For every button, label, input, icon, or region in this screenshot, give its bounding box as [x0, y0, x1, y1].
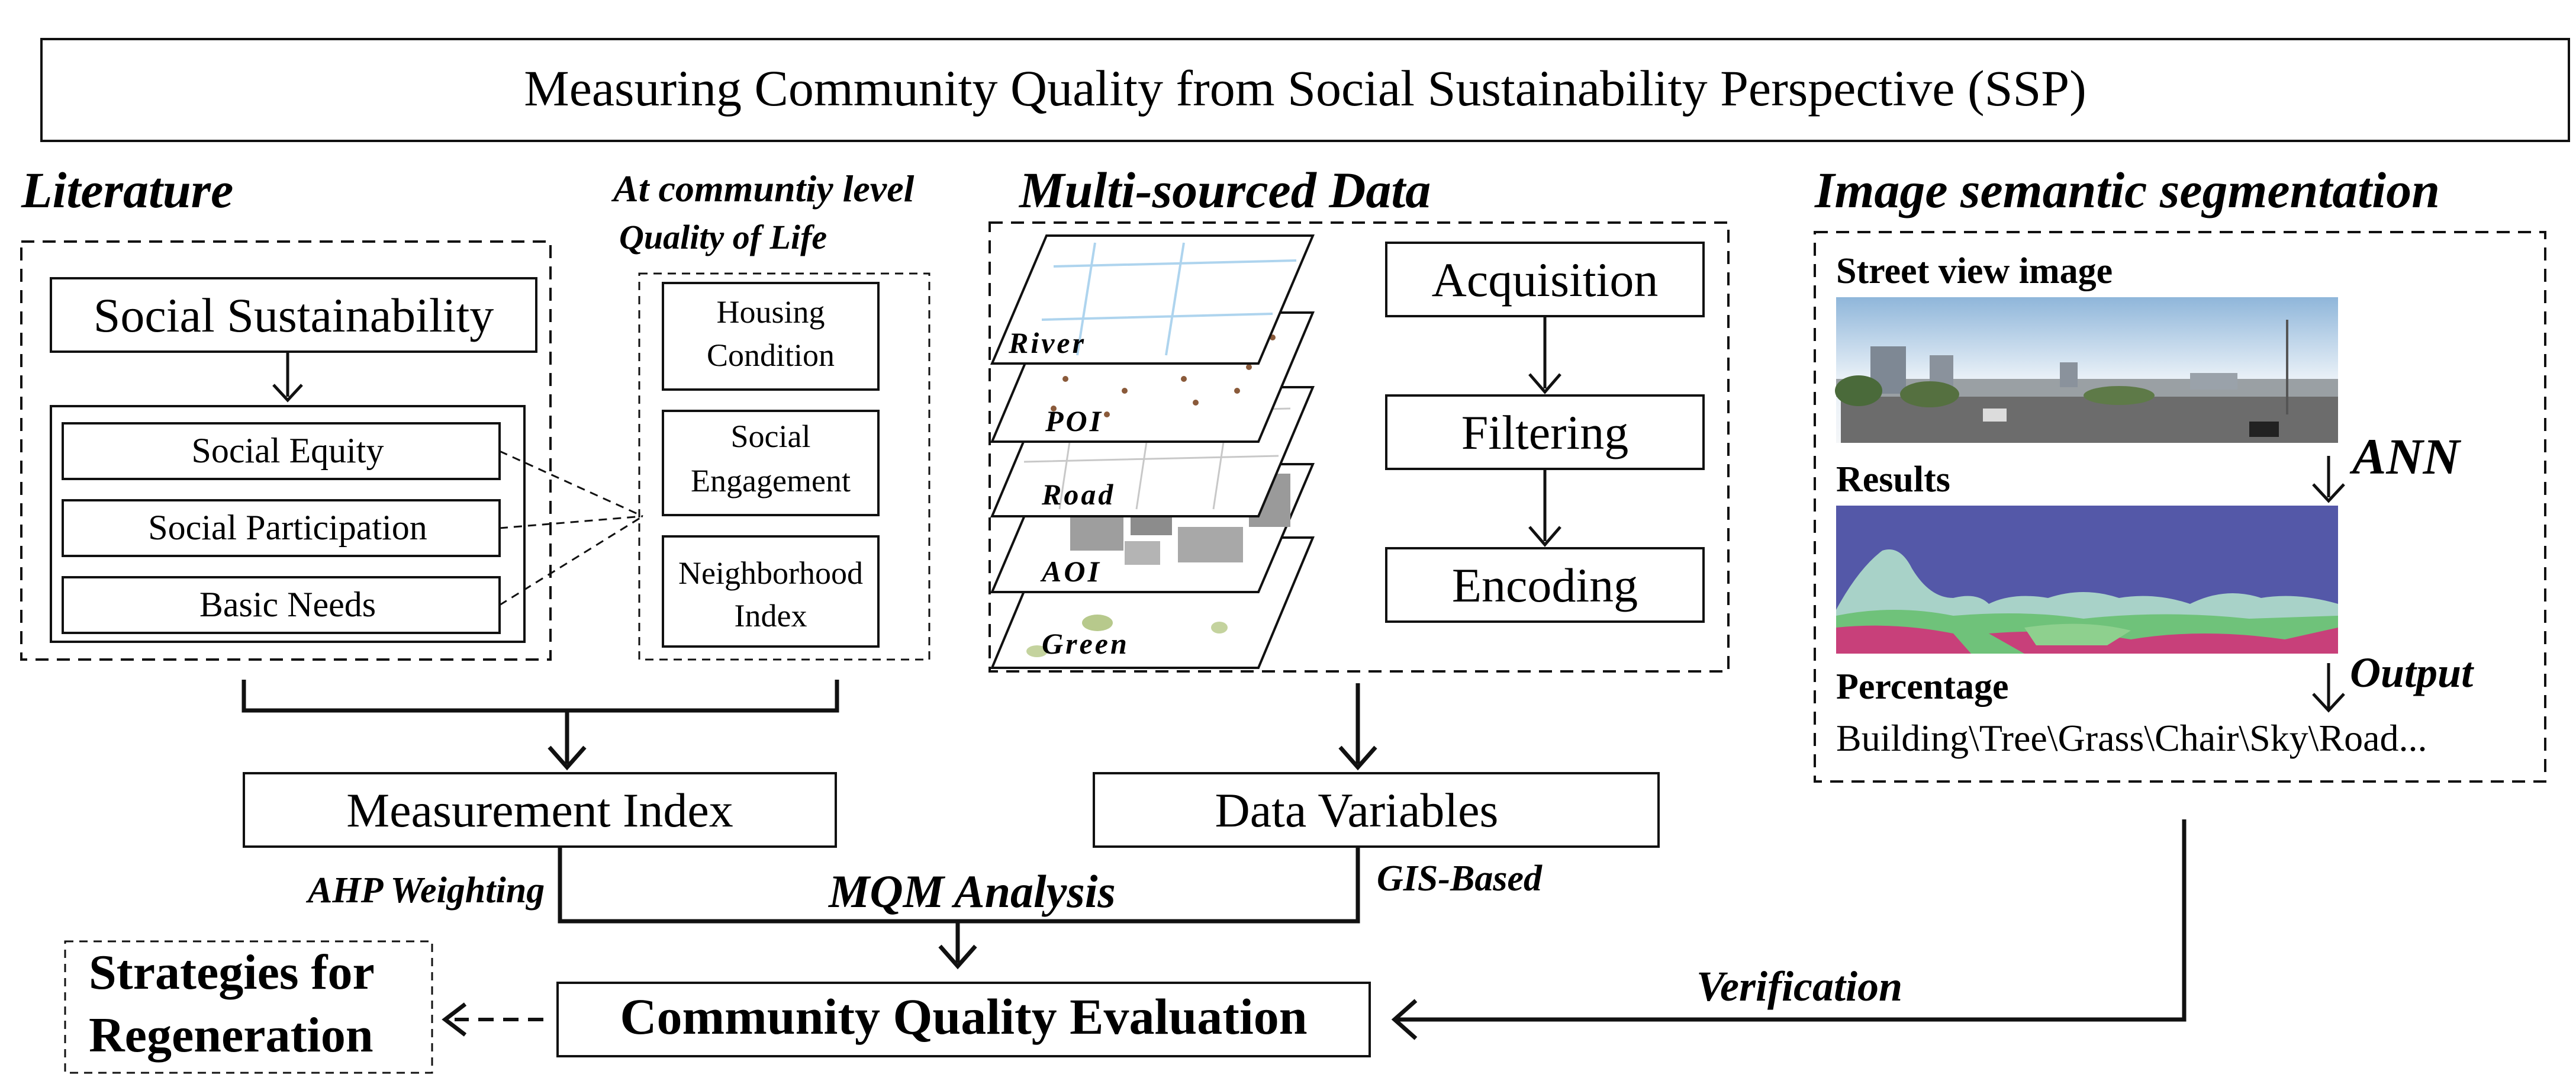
- housing-condition-label-2: Condition: [707, 337, 835, 373]
- percentage-label: Percentage: [1836, 667, 2008, 707]
- mqm-analysis-label: MQM Analysis: [827, 866, 1116, 917]
- ahp-weighting-label: AHP Weighting: [305, 870, 545, 911]
- encoding-label: Encoding: [1452, 558, 1638, 612]
- arrow-filter-encode-head: [1528, 526, 1561, 547]
- segmentation-heading: Image semantic segmentation: [1814, 162, 2440, 218]
- gis-based-label: GIS-Based: [1377, 858, 1543, 899]
- acquisition-box: [1385, 242, 1705, 317]
- arrow-to-components-head: [272, 384, 303, 403]
- layer-label-poi: POI: [1045, 404, 1103, 438]
- arrow-output-head: [2312, 693, 2345, 713]
- multi-source-frame: [988, 221, 1730, 673]
- literature-heading: Literature: [21, 162, 233, 218]
- data-variables-box: [1093, 772, 1660, 848]
- layer-label-river: River: [1008, 326, 1086, 359]
- arrow-to-measurement-head: [548, 745, 587, 771]
- social-equity-box: [62, 422, 501, 480]
- basic-needs-box: [62, 576, 501, 634]
- title-box: [40, 38, 2570, 142]
- output-label: Output: [2350, 649, 2474, 696]
- strategies-arrow-head: [442, 1002, 467, 1037]
- arrow-acq-filter-head: [1528, 373, 1561, 394]
- data-variables-label: Data Variables: [1215, 783, 1499, 837]
- filtering-label: Filtering: [1461, 406, 1628, 459]
- map-layer-river: River: [990, 234, 1315, 365]
- arrow-ann-head: [2312, 483, 2345, 503]
- social-participation-label: Social Participation: [148, 508, 427, 547]
- layer-label-green: Green: [1042, 627, 1129, 660]
- social-sustainability-box: [50, 277, 537, 353]
- community-frame: [638, 272, 930, 661]
- neighborhood-index-label-1: Neighborhood: [678, 555, 863, 591]
- ann-label: ANN: [2349, 428, 2461, 485]
- street-view-image: [1835, 297, 2338, 443]
- social-participation-box: [62, 499, 501, 557]
- social-equity-label: Social Equity: [192, 431, 384, 470]
- housing-condition-box: [662, 282, 880, 391]
- segmentation-frame: [1814, 231, 2546, 783]
- arrow-to-evaluation-head: [938, 944, 977, 970]
- acquisition-label: Acquisition: [1432, 253, 1659, 307]
- layer-label-aoi: AOI: [1040, 555, 1102, 588]
- measurement-index-label: Measurement Index: [346, 783, 733, 837]
- segmentation-result-image: [1836, 506, 2338, 654]
- encoding-box: [1385, 547, 1705, 623]
- social-engagement-box: [662, 410, 880, 516]
- literature-bracket: [242, 680, 839, 713]
- segmentation-classes-text: Building\Tree\Grass\Chair\Sky\Road...: [1836, 717, 2427, 759]
- verification-label: Verification: [1696, 963, 1902, 1010]
- component-connectors: [499, 450, 643, 606]
- basic-needs-label: Basic Needs: [199, 585, 376, 624]
- street-view-label: Street view image: [1836, 251, 2113, 291]
- arrow-to-data-variables-head: [1338, 745, 1377, 771]
- multi-sourced-data-heading: Multi-sourced Data: [1018, 162, 1431, 218]
- social-engagement-label-1: Social: [731, 419, 811, 454]
- verification-line: [1397, 819, 2187, 1022]
- evaluation-label: Community Quality Evaluation: [620, 988, 1307, 1045]
- measurement-index-box: [243, 772, 837, 848]
- neighborhood-index-label-2: Index: [735, 598, 807, 633]
- verification-arrow-head: [1391, 999, 1418, 1040]
- evaluation-box: [556, 982, 1371, 1057]
- social-sustainability-label: Social Sustainability: [94, 288, 494, 342]
- social-engagement-label-2: Engagement: [691, 463, 851, 499]
- layer-label-road: Road: [1041, 478, 1115, 511]
- strategies-frame: [64, 940, 433, 1074]
- quality-of-life-heading: Quality of Life: [619, 218, 827, 256]
- results-label: Results: [1836, 459, 1950, 500]
- strategies-label-2: Regeneration: [89, 1008, 373, 1063]
- literature-frame: [20, 240, 552, 661]
- diagram-title: Measuring Community Quality from Social …: [524, 60, 2086, 117]
- neighborhood-index-box: [662, 535, 880, 648]
- strategies-label-1: Strategies for: [89, 945, 375, 1000]
- housing-condition-label-1: Housing: [716, 294, 825, 330]
- community-level-heading: At communtiy level: [611, 168, 915, 210]
